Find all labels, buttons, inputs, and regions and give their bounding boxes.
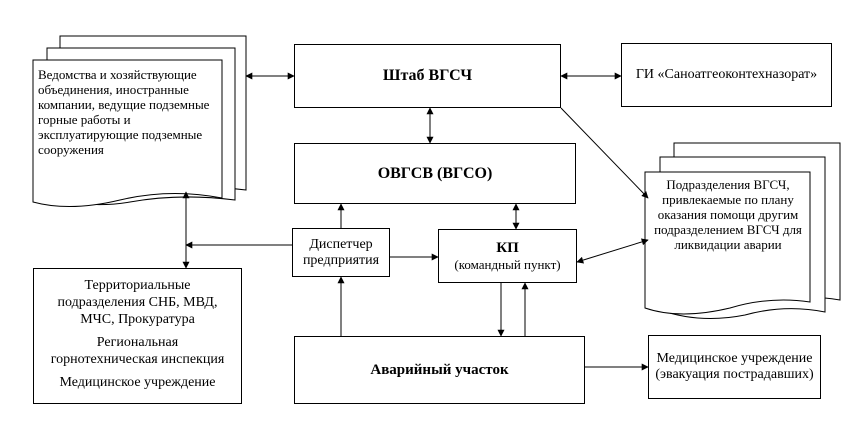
territorial-box: Территориальные подразделения СНБ, МВД, … xyxy=(33,268,242,404)
ovgsv-label: ОВГСВ (ВГСО) xyxy=(377,164,493,182)
avariyny-label: Аварийный участок xyxy=(370,361,509,378)
podrazdeleniya-document-stack xyxy=(644,142,841,320)
kp-title: КП xyxy=(496,240,519,256)
arrow-kp-podrazdeleniya xyxy=(576,238,649,264)
territorial-label: Территориальные подразделения СНБ, МВД, … xyxy=(57,278,218,327)
dispetcher-box: Диспетчер предприятия xyxy=(292,228,390,277)
podrazdeleniya-label: Подразделения ВГСЧ, привлекаемые по план… xyxy=(654,177,802,252)
medical-evac-box: Медицинское учреждение (эвакуация постра… xyxy=(648,335,821,399)
arrow-shtab-podrazdeleniya xyxy=(560,107,649,199)
gi-box: ГИ «Саноатгеоконтехназорат» xyxy=(621,43,832,107)
shtab-box: Штаб ВГСЧ xyxy=(294,44,561,108)
gi-label: ГИ «Саноатгеоконтехназорат» xyxy=(635,67,818,82)
regional-label: Региональная горнотехническая инспекция xyxy=(50,335,225,367)
kp-box: КП (командный пункт) xyxy=(438,229,577,283)
shtab-label: Штаб ВГСЧ xyxy=(382,67,473,84)
medical-evac-label: Медицинское учреждение (эвакуация постра… xyxy=(655,351,814,382)
kp-subtitle: (командный пункт) xyxy=(454,257,561,272)
ovgsv-box: ОВГСВ (ВГСО) xyxy=(294,143,576,204)
dispetcher-label: Диспетчер предприятия xyxy=(302,236,380,268)
vedomstva-label: Ведомства и хозяйствующие объединения, и… xyxy=(38,67,210,157)
avariyny-box: Аварийный участок xyxy=(294,336,585,404)
vedomstva-document-stack xyxy=(32,35,247,207)
medical-inst-label: Медицинское учреждение xyxy=(59,375,216,390)
